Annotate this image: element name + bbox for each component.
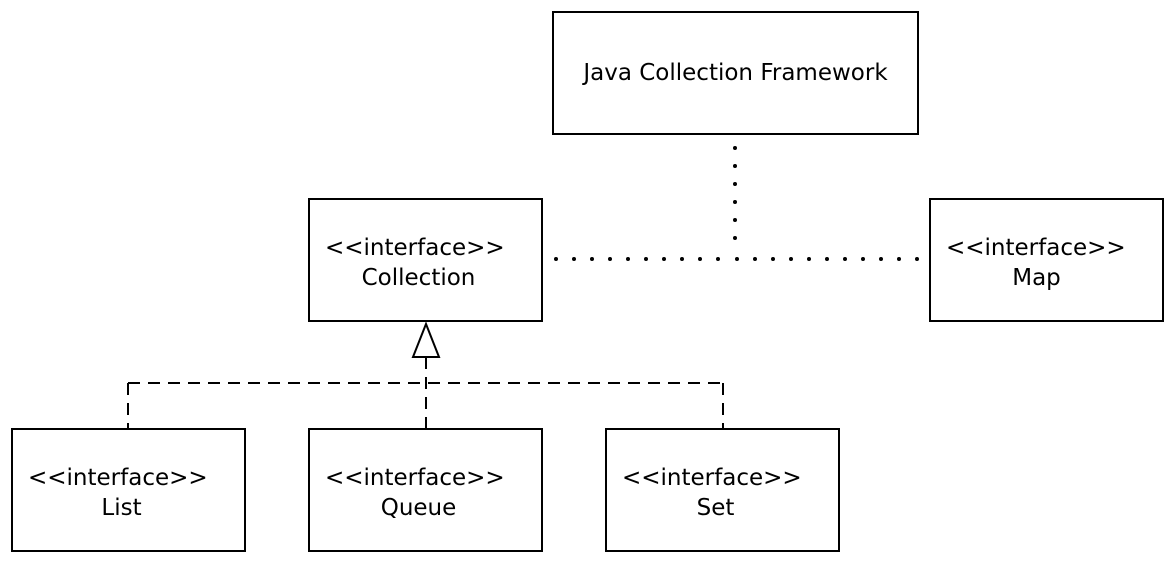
java-collection-framework-box: Java Collection Framework — [552, 11, 919, 135]
list-name: List — [101, 495, 142, 521]
map-interface-box: <<interface>> Map — [929, 198, 1164, 322]
queue-interface-box: <<interface>> Queue — [308, 428, 543, 552]
set-stereotype: <<interface>> — [622, 465, 802, 491]
map-stereotype: <<interface>> — [946, 235, 1126, 261]
collection-stereotype: <<interface>> — [325, 235, 505, 261]
collection-name: Collection — [361, 265, 476, 291]
queue-stereotype: <<interface>> — [325, 465, 505, 491]
queue-name: Queue — [380, 495, 457, 521]
list-stereotype: <<interface>> — [28, 465, 208, 491]
list-interface-box: <<interface>> List — [11, 428, 246, 552]
framework-title: Java Collection Framework — [583, 60, 888, 86]
collection-interface-box: <<interface>> Collection — [308, 198, 543, 322]
set-name: Set — [696, 495, 735, 521]
map-name: Map — [1012, 265, 1061, 291]
set-interface-box: <<interface>> Set — [605, 428, 840, 552]
realization-arrowhead — [411, 321, 441, 358]
